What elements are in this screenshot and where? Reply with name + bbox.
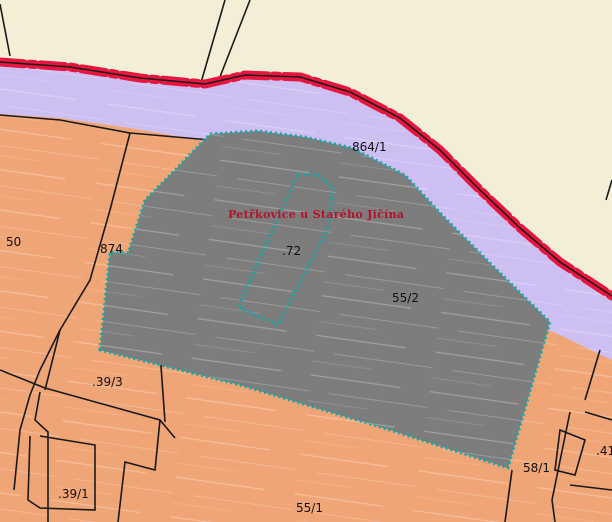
boundary-line — [199, 0, 226, 87]
parcel-label-50: 50 — [6, 235, 21, 249]
boundary-line — [584, 349, 601, 401]
boundary-line — [34, 391, 49, 522]
boundary-line — [217, 0, 251, 83]
parcel-label-39-1: .39/1 — [58, 487, 89, 501]
parcel-label-58-1: 58/1 — [523, 461, 550, 475]
selected-parcel-texture — [100, 131, 550, 468]
territory-boundary — [0, 57, 612, 301]
cadastre-name-label: Petřkovice u Starého Jičína — [228, 208, 404, 221]
parcel-label-39-3: .39/3 — [92, 375, 123, 389]
parcel-label-874: 874 — [100, 242, 123, 256]
boundary-line — [551, 411, 571, 522]
boundary-line — [569, 484, 612, 491]
parcel-label-72: .72 — [282, 244, 301, 258]
boundary-line — [0, 3, 11, 57]
boundary-line — [117, 419, 161, 522]
boundary-line — [554, 428, 586, 476]
boundary-line — [605, 179, 612, 201]
boundary-line — [0, 114, 211, 141]
waterway-texture — [0, 62, 612, 360]
boundary-line — [27, 435, 96, 511]
boundary-line — [0, 369, 46, 389]
boundary-line — [504, 469, 513, 522]
parcel-label-41: .41 — [596, 444, 612, 458]
parcel-label-55-1: 55/1 — [296, 501, 323, 515]
boundary-line — [44, 132, 131, 391]
boundary-line — [584, 411, 612, 421]
parcel-label-55-2: 55/2 — [392, 291, 419, 305]
boundary-line — [13, 329, 61, 491]
building-parcel[interactable] — [236, 172, 335, 327]
parcel-label-864-1: 864/1 — [352, 140, 387, 154]
